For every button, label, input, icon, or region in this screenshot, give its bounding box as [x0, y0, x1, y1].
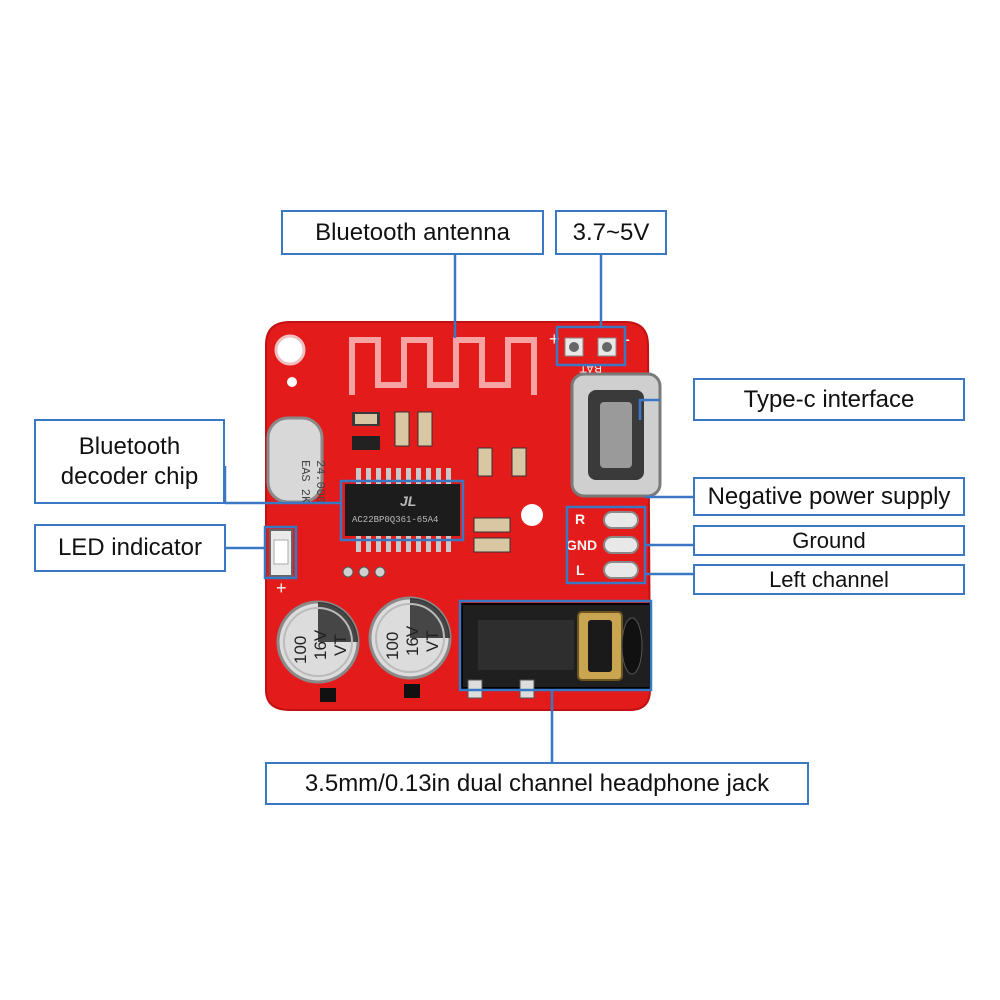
decoder-chip	[345, 484, 460, 536]
crystal-marking-1: 24.000	[313, 460, 327, 503]
pad-gnd	[603, 536, 639, 554]
silk-minus-top: -	[624, 329, 630, 349]
chip-pins	[356, 468, 451, 552]
pad-l	[603, 561, 639, 579]
pad-r	[603, 511, 639, 529]
via-hole	[521, 504, 543, 526]
label-headphone-jack: 3.5mm/0.13in dual channel headphone jack	[265, 762, 809, 805]
chip-code: AC22BP0Q361-65A4	[352, 515, 438, 525]
antenna-trace-icon	[349, 337, 537, 395]
callout-highlights	[263, 325, 653, 692]
highlight-decoder-chip	[339, 479, 465, 542]
label-typec-interface: Type-c interface	[693, 378, 965, 421]
highlight-bat-pads	[555, 325, 627, 367]
cap2-marking-3: VT	[423, 630, 442, 652]
cap2-marking-1: 100	[383, 632, 402, 660]
silk-plus-top: +	[549, 329, 560, 349]
callout-leader-lines	[223, 254, 693, 762]
mounting-hole	[274, 334, 306, 366]
chip-logo: JL	[400, 493, 416, 509]
silk-pin-l: L	[576, 562, 585, 578]
cap1-marking-2: 16V	[311, 629, 330, 660]
label-ground: Ground	[693, 525, 965, 556]
highlight-jack	[458, 599, 653, 692]
highlight-led	[263, 525, 298, 580]
label-negative-power-supply: Negative power supply	[693, 477, 965, 516]
label-decoder-line2: decoder chip	[60, 462, 199, 490]
label-bluetooth-antenna: Bluetooth antenna	[281, 210, 544, 255]
capacitor	[368, 596, 452, 680]
capacitor	[276, 600, 360, 684]
crystal-marking-2: EAS 2K	[298, 460, 312, 504]
silk-led-plus: +	[276, 578, 287, 598]
label-voltage: 3.7~5V	[555, 210, 667, 255]
label-left-channel: Left channel	[693, 564, 965, 595]
cap2-marking-2: 16V	[403, 625, 422, 656]
label-bluetooth-decoder-chip: Bluetooth decoder chip	[34, 419, 225, 504]
cap1-marking-3: VT	[331, 634, 350, 656]
label-led-indicator: LED indicator	[34, 524, 226, 572]
via-hole	[287, 377, 297, 387]
label-decoder-line1: Bluetooth	[78, 432, 181, 460]
silk-pin-gnd: GND	[566, 537, 597, 553]
cap1-marking-1: 100	[291, 636, 310, 664]
silk-bat: BAT	[579, 361, 602, 375]
silk-pin-r: R	[575, 511, 585, 527]
